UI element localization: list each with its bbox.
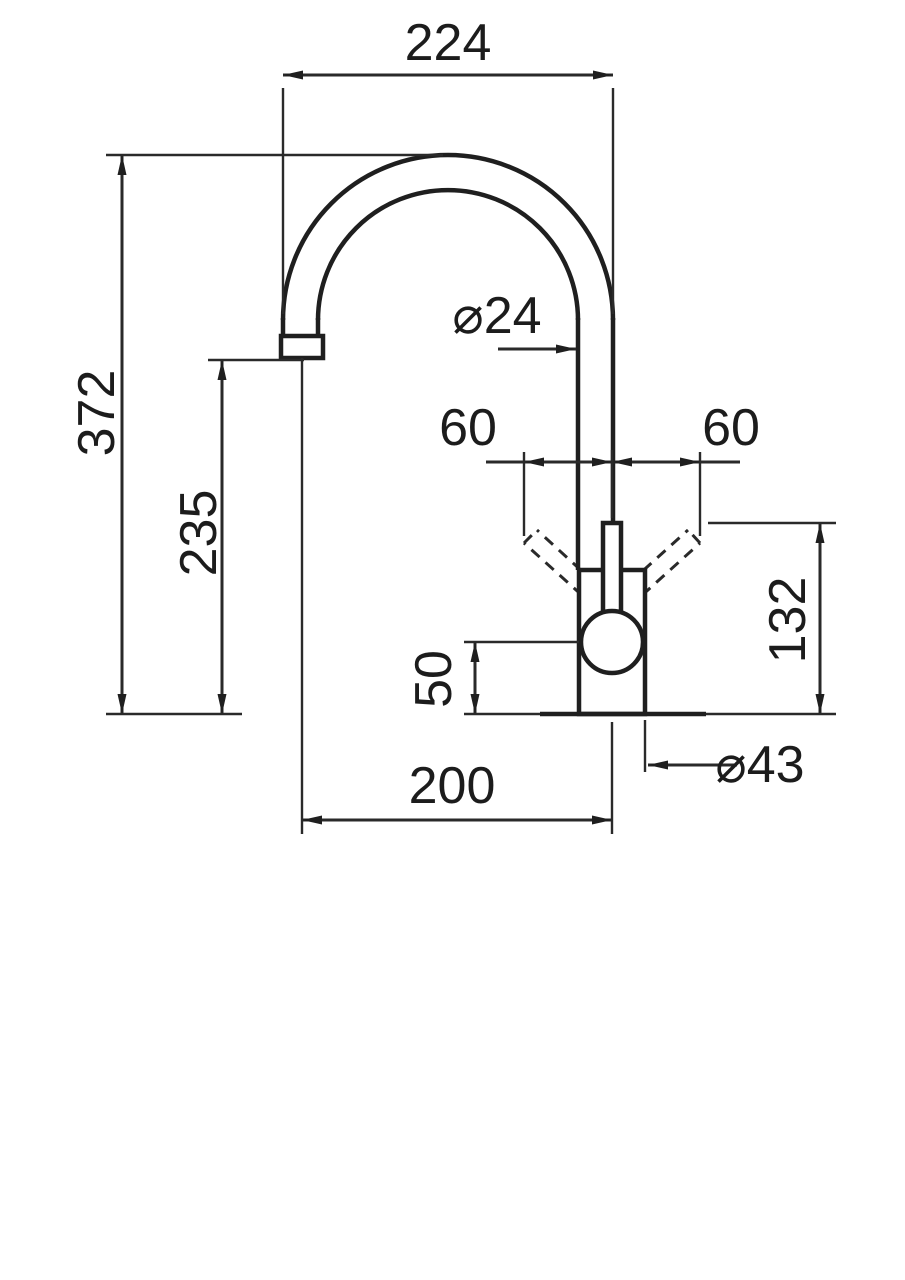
dim-label-spout-tube-diameter: ⌀24: [452, 287, 541, 345]
dim-label-spout-clearance: 235: [170, 490, 228, 577]
dim-label-top-width: 224: [405, 14, 492, 72]
dim-label-swing-right: 60: [702, 399, 760, 457]
lever-swing-dashed-outline: [522, 528, 702, 610]
dimension-lines: [117, 70, 825, 825]
dim-label-lever-axis-height: 50: [405, 650, 463, 708]
dim-label-body-diameter: ⌀43: [715, 736, 804, 794]
dim-label-spout-reach: 200: [409, 757, 496, 815]
dim-label-swing-left: 60: [439, 399, 497, 457]
lever-handle: [600, 520, 624, 616]
lever-swing-left-cap: [522, 528, 539, 545]
lever-swing-right-cap: [686, 528, 702, 545]
spout-outer-arc: [280, 152, 616, 321]
lever-swing-right-line: [613, 528, 690, 598]
dimension-labels: 224 372 235 ⌀24 60 60 132 50 200 ⌀43: [68, 14, 817, 815]
lever-pivot-joint: [578, 608, 646, 676]
faucet-outline: [278, 152, 706, 717]
dim-label-body-height: 132: [759, 577, 817, 664]
lever-swing-left-line: [522, 541, 598, 610]
lever-swing-left-line: [535, 528, 611, 598]
spout-nozzle: [278, 333, 326, 361]
dim-label-overall-height: 372: [68, 370, 126, 457]
spout-inner-arc: [315, 187, 581, 321]
lever-swing-right-line: [626, 541, 702, 610]
